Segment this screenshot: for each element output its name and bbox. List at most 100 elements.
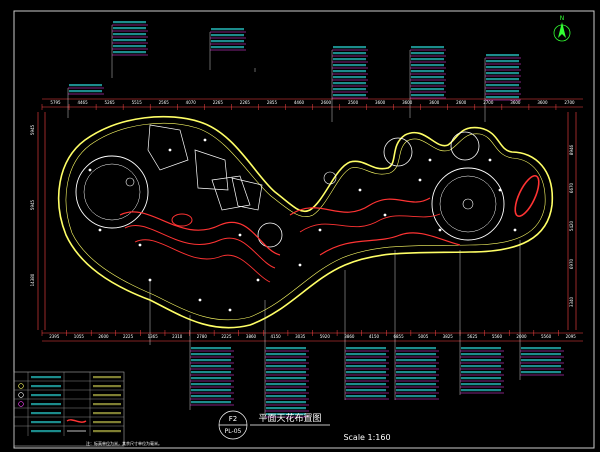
dimension-label: 4465 <box>77 100 88 105</box>
legend-text-mark <box>93 385 121 388</box>
dimension-label: 2700 <box>564 100 575 105</box>
dimension-label: 3600 <box>429 100 440 105</box>
light-fixture <box>462 198 474 210</box>
dimension-label: 1365 <box>148 334 159 339</box>
ceiling-strip <box>299 213 441 233</box>
downlight-dot <box>513 228 517 232</box>
callout-text-mark <box>113 21 146 24</box>
dimension-label: 5420 <box>569 220 574 231</box>
room-block <box>147 124 189 171</box>
downlight-dot <box>88 168 92 172</box>
downlight-dot <box>298 263 302 267</box>
legend-text-mark <box>31 430 61 433</box>
callout-text-mark <box>266 401 306 404</box>
downlight-dot <box>428 158 432 162</box>
callout-text-mark <box>191 383 231 386</box>
callout-text-mark <box>191 353 231 356</box>
dimension-label: 4150 <box>369 334 380 339</box>
downlight-dot <box>318 228 322 232</box>
callout-text-mark <box>211 28 244 31</box>
ceiling-strip <box>319 232 461 256</box>
dimension-label: 6970 <box>569 258 574 269</box>
callout-text-mark <box>113 45 146 48</box>
callout-text-mark <box>486 66 519 69</box>
callout-text-mark <box>396 371 436 374</box>
dimension-label: 5625 <box>467 334 478 339</box>
room-block <box>231 177 263 211</box>
dimension-label: 5265 <box>105 100 116 105</box>
callout-text-mark <box>69 84 102 87</box>
dimension-label: 2000 <box>516 334 527 339</box>
callout-text-mark <box>486 84 519 87</box>
callout-text-mark <box>266 359 306 362</box>
dimension-label: 3340 <box>569 296 574 307</box>
light-fixture <box>125 177 135 187</box>
callout-text-mark <box>486 90 519 93</box>
drawing-title: 平面天花布置图 <box>258 412 321 424</box>
legend-table <box>13 371 125 447</box>
dimension-label: 3600 <box>375 100 386 105</box>
callout-text-mark <box>333 46 366 49</box>
downlight-dot <box>148 278 152 282</box>
callout-text-mark <box>113 39 146 42</box>
legend-text-mark <box>31 376 61 379</box>
callout-text-mark <box>346 377 386 380</box>
dimension-label: 2265 <box>213 100 224 105</box>
north-arrow <box>553 22 571 42</box>
dimension-label: 2225 <box>221 334 232 339</box>
dimension-label: 5945 <box>30 124 35 135</box>
dimension-label: 3600 <box>537 100 548 105</box>
dimension-label: 3600 <box>510 100 521 105</box>
callout-text-mark <box>333 52 366 55</box>
callout-text-mark <box>333 58 366 61</box>
callout-text-mark <box>346 395 386 398</box>
ceiling-strip <box>289 197 431 216</box>
downlight-dot <box>238 233 242 237</box>
downlight-dot <box>358 188 362 192</box>
dimension-label: 5560 <box>541 334 552 339</box>
legend-text-mark <box>93 376 121 379</box>
downlight-dot <box>168 148 172 152</box>
callout-text-mark <box>411 94 444 97</box>
callout-text-mark <box>191 377 231 380</box>
callout-text-mark <box>461 365 501 368</box>
dimension-label: 8946 <box>569 144 574 155</box>
round-bay-2 <box>450 131 480 161</box>
legend-text-mark <box>31 394 61 397</box>
legend-rows <box>31 376 121 433</box>
callout-text-mark <box>266 347 306 350</box>
dimension-label: 5515 <box>132 100 143 105</box>
dimension-label: 4070 <box>186 100 197 105</box>
room-block <box>194 149 229 191</box>
callout-text-mark <box>396 377 436 380</box>
callout-text-mark <box>486 78 519 81</box>
ceiling-strip <box>119 211 281 256</box>
callout-text-mark <box>486 60 519 63</box>
callout-text-mark <box>396 395 436 398</box>
callout-text-mark <box>411 76 444 79</box>
room-block <box>211 175 251 211</box>
sheet-number-top: F2 <box>229 415 237 423</box>
callout-text-mark <box>521 365 561 368</box>
callout-text-mark <box>113 27 146 30</box>
dimension-label: 2095 <box>566 334 577 339</box>
dimension-label: 2310 <box>172 334 183 339</box>
dimension-label: 2600 <box>456 100 467 105</box>
legend-text-mark <box>31 412 61 415</box>
callout-text-mark <box>191 395 231 398</box>
downlight-dot <box>138 243 142 247</box>
sheet-border <box>13 10 595 449</box>
callout-text-mark <box>461 371 501 374</box>
callout-text-mark <box>411 64 444 67</box>
callout-text-mark <box>396 347 436 350</box>
dimension-label: 2565 <box>159 100 170 105</box>
callout-text-mark <box>346 347 386 350</box>
callout-text-mark <box>521 347 561 350</box>
callout-text-mark <box>113 51 146 54</box>
dimension-label: 2780 <box>197 334 208 339</box>
